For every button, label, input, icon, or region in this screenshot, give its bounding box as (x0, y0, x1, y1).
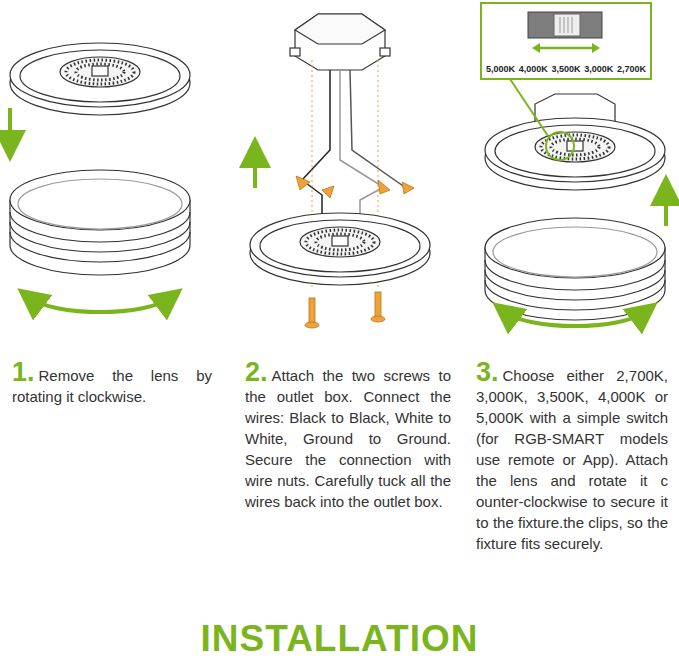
color-temperature: 4,000K (519, 64, 548, 74)
step-number: 2. (245, 357, 268, 387)
lens (485, 218, 665, 320)
step-text: 3.Choose either 2,700K, 3,000K, 3,500K, … (476, 362, 668, 554)
color-temperature: 5,000K (486, 64, 515, 74)
step-text: 2.Attach the two screws to the outlet bo… (245, 362, 451, 512)
down-arrow (8, 108, 12, 146)
switch-highlight (546, 132, 574, 160)
step-text: 1.Remove the lens by rotating it clockwi… (12, 362, 212, 407)
instruction-text: Remove the lens by rotating it clockwise… (12, 367, 212, 405)
color-temperature: 3,000K (584, 64, 613, 74)
step-number: 1. (12, 357, 35, 387)
color-temperature: 2,700K (617, 64, 646, 74)
up-arrow (664, 190, 668, 226)
outlet-box (290, 14, 390, 70)
step-number: 3. (476, 357, 499, 387)
switch-callout: 5,000K 4,000K3,500K 3,000K 2,700K (480, 2, 652, 80)
rotate-arrow (505, 312, 645, 326)
lens (10, 170, 190, 275)
rotate-arrow (30, 298, 170, 312)
instruction-text: Attach the two screws to the outlet box.… (245, 367, 451, 510)
screws (305, 292, 385, 328)
wire-nuts (296, 176, 414, 198)
instruction-text: Choose either 2,700K, 3,000K, 3,500K, 4,… (476, 367, 668, 552)
temperature-labels: 5,000K 4,000K3,500K 3,000K 2,700K (486, 64, 646, 74)
fixture-ring (250, 213, 430, 285)
diagram-title: INSTALLATION (0, 618, 679, 660)
up-arrow (253, 152, 257, 188)
fixture-ring (485, 118, 665, 190)
color-temperature: 3,500K (551, 64, 580, 74)
fixture-ring (10, 43, 190, 115)
